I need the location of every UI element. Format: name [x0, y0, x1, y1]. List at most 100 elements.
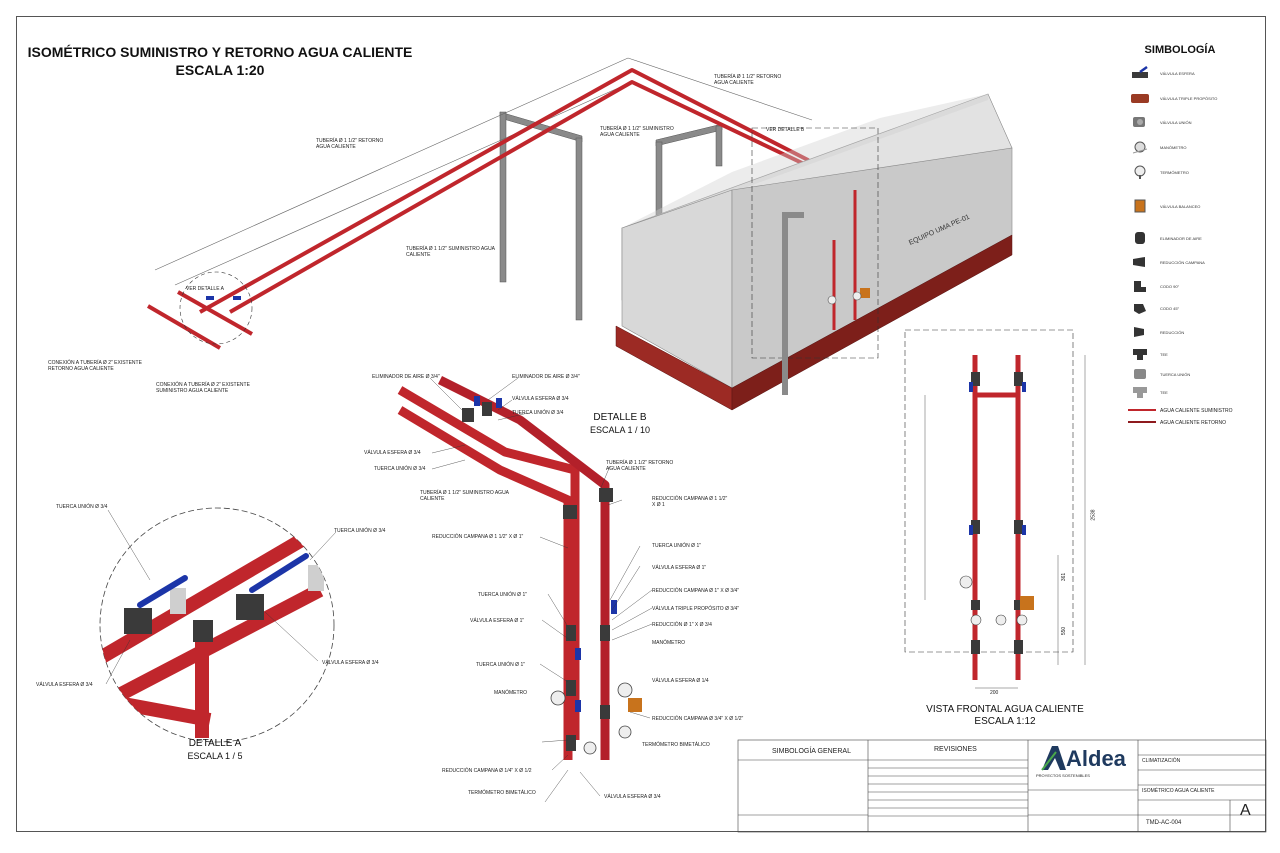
detail-b-drawing: [397, 375, 653, 803]
legend-item-label: TUERCA UNIÓN: [1160, 371, 1191, 377]
iso-label-connection-return: CONEXIÓN A TUBERÍA Ø 2" EXISTENTE RETORN…: [48, 360, 142, 372]
legend-item-label: VÁLVULA UNIÓN: [1160, 119, 1192, 125]
db-label-12: TUERCA UNIÓN Ø 1": [478, 592, 528, 598]
legend-item: TUERCA UNIÓN: [1128, 364, 1190, 384]
front-view-frame: [904, 329, 1074, 653]
company-name: Aldea: [1066, 746, 1126, 771]
legend-item-label: CODO 90°: [1160, 283, 1180, 289]
db-label-8: REDUCCIÓN CAMPANA Ø 1 1/2" X Ø 1": [432, 534, 524, 540]
detail-b-callout-box: [751, 127, 879, 359]
union-valve-icon: [1128, 113, 1152, 131]
dimension-lines: [154, 57, 813, 286]
front-view-dim-width: 200: [990, 690, 999, 696]
db-label-7: TUBERÍA Ø 1 1/2" SUMINISTRO AGUA CALIENT…: [420, 490, 509, 502]
elbow-fitting: [193, 620, 213, 642]
detail-a-callout-circle: [179, 271, 253, 345]
elbow-45-icon: [1128, 299, 1152, 317]
legend-item: VÁLVULA BALANCEO: [1128, 196, 1200, 216]
da-label-1: TUERCA UNIÓN Ø 3/4: [334, 528, 386, 534]
da-label-3: VÁLVULA ESFERA Ø 3/4: [322, 660, 379, 666]
drawing-title-block-title: ISOMÉTRICO AGUA CALIENTE: [1142, 788, 1215, 794]
db-label-25: VÁLVULA ESFERA Ø 3/4: [604, 794, 661, 800]
union-nut-icon: [1128, 365, 1152, 383]
db-label-20: MANÓMETRO: [494, 690, 528, 696]
general-symbology-title: SIMBOLOGÍA GENERAL: [772, 748, 851, 755]
company-subtitle: PROYECTOS SOSTENIBLES: [1036, 773, 1090, 778]
legend-item: TEE: [1128, 382, 1168, 402]
db-label-3: TUERCA UNIÓN Ø 3/4: [512, 410, 564, 416]
company-logo: [1041, 746, 1066, 771]
drawing-title: ISOMÉTRICO SUMINISTRO Y RETORNO AGUA CAL…: [20, 43, 420, 79]
legend-title: SIMBOLOGÍA: [1144, 44, 1216, 56]
da-label-0: TUERCA UNIÓN Ø 3/4: [56, 504, 108, 510]
db-label-4: VÁLVULA ESFERA Ø 3/4: [364, 450, 421, 456]
db-label-10: TUERCA UNIÓN Ø 1": [652, 543, 702, 549]
detail-b-fittings: [462, 402, 613, 751]
db-label-21: REDUCCIÓN CAMPANA Ø 3/4" X Ø 1/2": [652, 716, 744, 722]
detail-b-caption: DETALLE B ESCALA 1 / 10: [570, 412, 670, 436]
db-label-19: VÁLVULA ESFERA Ø 1/4: [652, 678, 709, 684]
triple-purpose-valve: [628, 698, 642, 712]
title-block: [737, 739, 1267, 833]
detail-a-drawing: [99, 507, 337, 743]
manometer-icon: [1128, 138, 1152, 156]
iso-label-return-2: TUBERÍA Ø 1 1/2" RETORNO AGUA CALIENTE: [714, 74, 782, 86]
db-label-14: REDUCCIÓN CAMPANA Ø 1" X Ø 3/4": [652, 588, 740, 594]
drawing-title-line1: ISOMÉTRICO SUMINISTRO Y RETORNO AGUA CAL…: [27, 44, 413, 60]
legend-line-label-return: AGUA CALIENTE RETORNO: [1160, 420, 1227, 426]
legend-item: REDUCCIÓN CAMPANA: [1128, 252, 1205, 272]
front-view-dimensions: [924, 355, 1086, 689]
db-label-24: TERMÓMETRO BIMETÁLICO: [468, 790, 536, 796]
legend-item: ELIMINADOR DE AIRE: [1128, 228, 1202, 248]
drawing-scale: ESCALA 1:20: [175, 62, 265, 78]
db-label-18: TUERCA UNIÓN Ø 1": [476, 662, 526, 668]
see-detail-b-label: VER DETALLE B: [766, 127, 805, 133]
legend-item-label: CODO 45°: [1160, 305, 1180, 311]
legend-item: TERMÓMETRO: [1128, 162, 1189, 182]
balancing-valve-icon: [1128, 197, 1152, 215]
db-label-6: TUBERÍA Ø 1 1/2" RETORNO AGUA CALIENTE: [606, 460, 674, 472]
legend-item-label: VÁLVULA TRIPLE PROPÓSITO: [1160, 95, 1218, 101]
db-label-17: MANÓMETRO: [652, 640, 686, 646]
db-label-22: REDUCCIÓN CAMPANA Ø 1/4" X Ø 1/2: [442, 768, 532, 774]
db-label-11: VÁLVULA ESFERA Ø 1": [652, 565, 707, 571]
reducer-icon: [1128, 323, 1152, 341]
detail-a-caption: DETALLE A ESCALA 1 / 5: [160, 738, 270, 762]
iso-valves: [206, 296, 241, 300]
bell-reducer-icon: [1128, 253, 1152, 271]
detail-b-scale: ESCALA 1 / 10: [589, 425, 651, 435]
db-label-2: VÁLVULA ESFERA Ø 3/4: [512, 396, 569, 402]
front-view-dim-total: 2538: [1090, 509, 1097, 521]
da-label-2: VÁLVULA ESFERA Ø 3/4: [36, 682, 93, 688]
detail-b-title: DETALLE B: [593, 412, 647, 423]
ball-valve-icon: [1128, 64, 1152, 82]
db-label-23: TERMÓMETRO BIMETÁLICO: [642, 742, 710, 748]
elbow-icon: [1128, 277, 1152, 295]
db-label-5: TUERCA UNIÓN Ø 3/4: [374, 466, 426, 472]
legend-item: CODO 90°: [1128, 276, 1179, 296]
manometer-gauge: [550, 690, 566, 706]
drawing-sheet-border: [16, 16, 1266, 832]
detail-a-scale: ESCALA 1 / 5: [187, 751, 243, 761]
iso-label-supply-2: TUBERÍA Ø 1 1/2" SUMINISTRO AGUA CALIENT…: [406, 246, 495, 258]
legend-item: VÁLVULA TRIPLE PROPÓSITO: [1128, 88, 1217, 108]
legend-item: CODO 45°: [1128, 298, 1179, 318]
air-eliminator-icon: [1128, 229, 1152, 247]
thermometer-icon: [1128, 163, 1152, 181]
iso-label-connection-supply: CONEXIÓN A TUBERÍA Ø 2" EXISTENTE SUMINI…: [156, 382, 250, 394]
front-view-dim-1: 361: [1061, 572, 1068, 582]
legend-item-label: TEE: [1160, 351, 1168, 357]
detail-a-title: DETALLE A: [188, 738, 242, 749]
legend-line-samples: [1128, 409, 1156, 423]
detail-b-leaders: [429, 377, 653, 803]
drawing-code: TMD-AC-004: [1146, 820, 1182, 826]
legend-item: VÁLVULA UNIÓN: [1128, 112, 1192, 132]
legend-item: MANÓMETRO: [1128, 137, 1186, 157]
legend-item: TEE: [1128, 344, 1168, 364]
revisions-title: REVISIONES: [934, 746, 977, 753]
db-label-15: VÁLVULA TRIPLE PROPÓSITO Ø 3/4": [652, 606, 740, 612]
discipline-label: CLIMATIZACIÓN: [1142, 758, 1181, 764]
legend-item-label: REDUCCIÓN: [1160, 329, 1185, 335]
db-label-1: ELIMINADOR DE AIRE Ø 3/4": [512, 374, 580, 380]
db-label-9: REDUCCIÓN CAMPANA Ø 1 1/2" X Ø 1: [652, 496, 728, 508]
